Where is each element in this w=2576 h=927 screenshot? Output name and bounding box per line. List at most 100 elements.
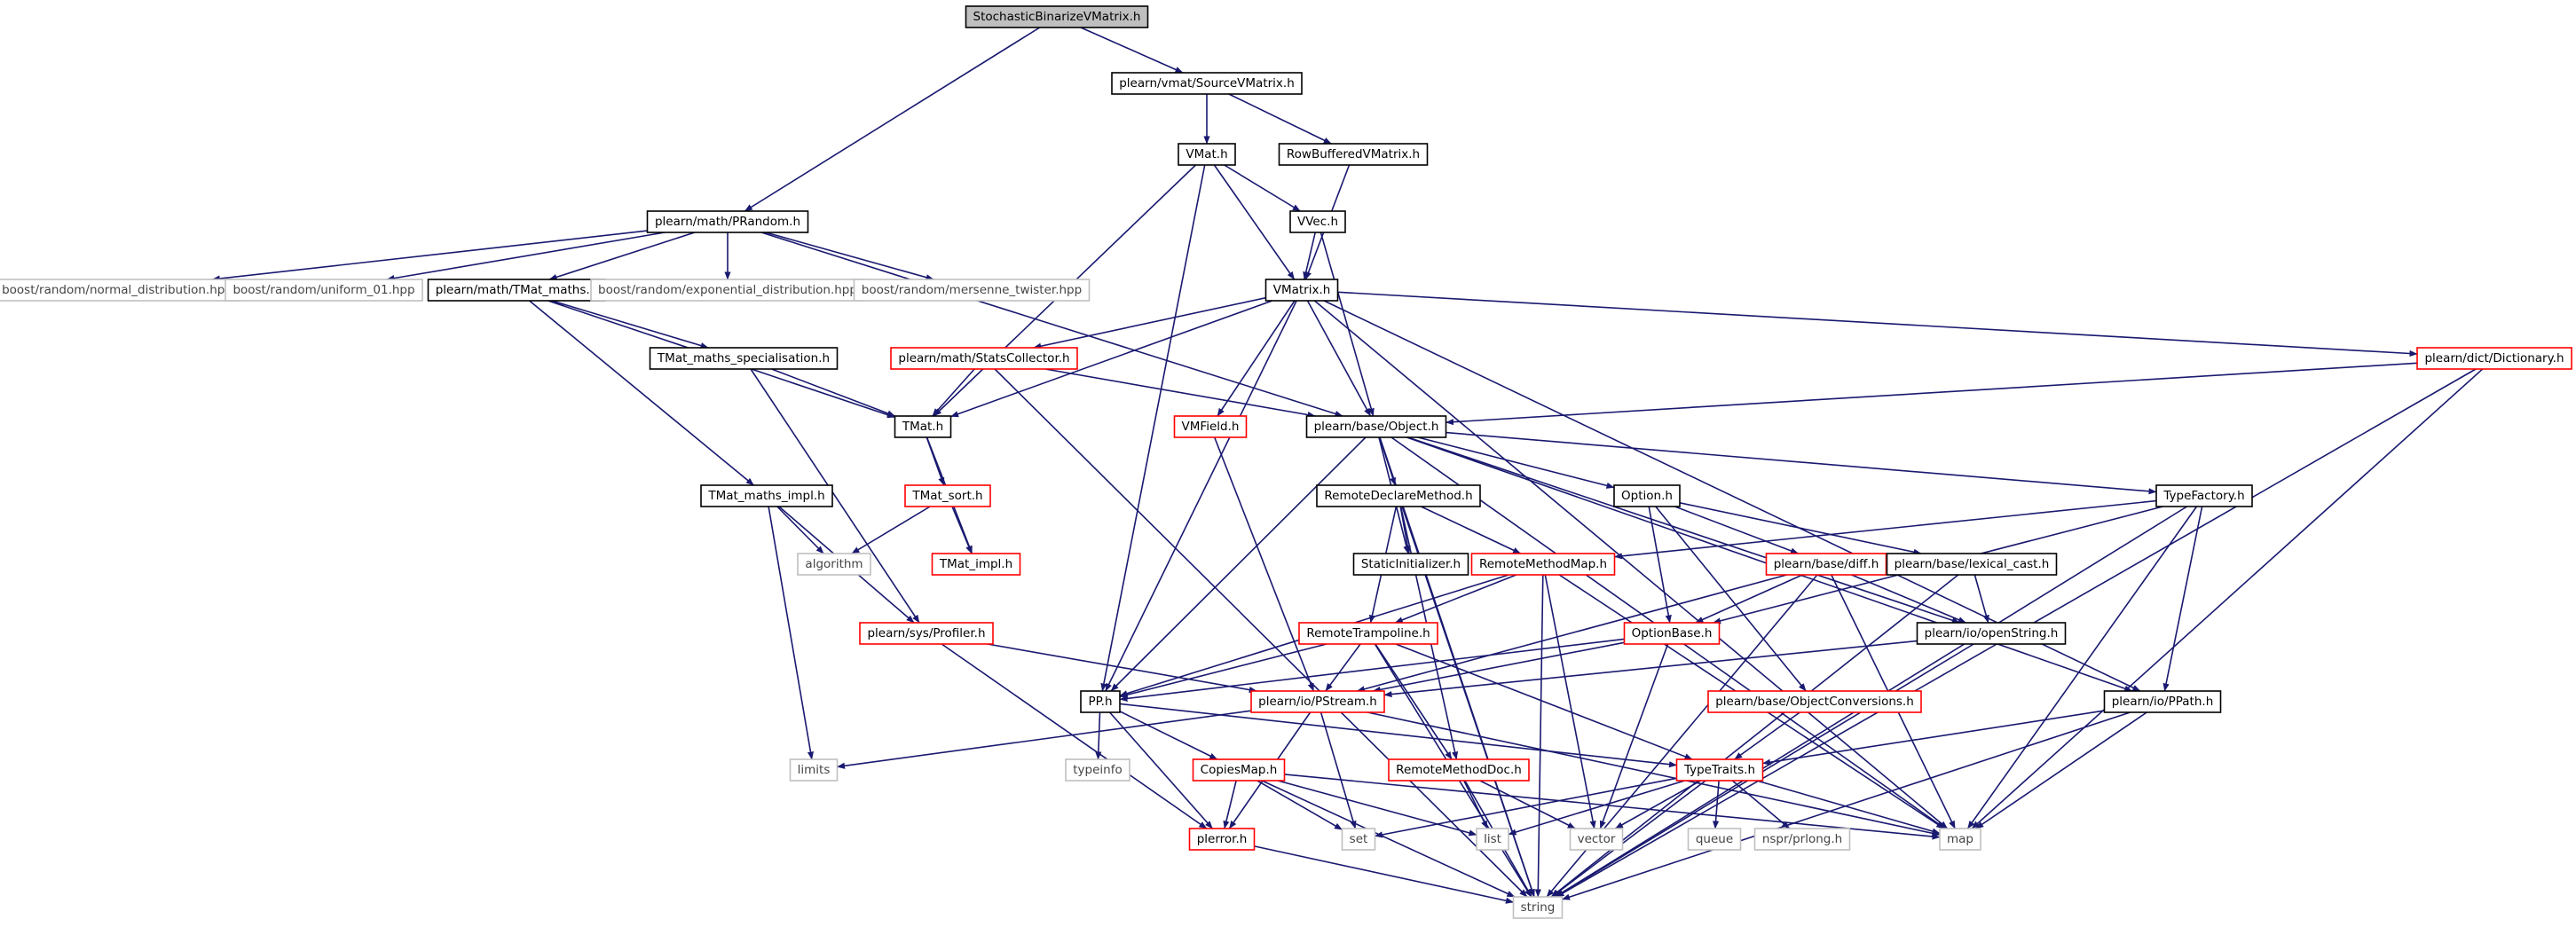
node-algorithm[interactable]: algorithm: [797, 553, 871, 576]
node-option-h[interactable]: Option.h: [1613, 484, 1681, 507]
node-remotemethodmap-h[interactable]: RemoteMethodMap.h: [1470, 553, 1616, 576]
edge-n26-to-n30: [1394, 574, 1516, 624]
edge-arrow: [1119, 638, 1625, 702]
node-vmfield-h[interactable]: VMField.h: [1173, 415, 1248, 438]
node-vector[interactable]: vector: [1569, 828, 1624, 851]
node-label: plearn/io/PPath.h: [2112, 695, 2214, 709]
edge-n28-to-n32: [1973, 574, 1989, 624]
node-boost-random-mersenne-twister-hpp[interactable]: boost/random/mersenne_twister.hpp: [853, 279, 1091, 302]
edge-arrow: [1395, 643, 1693, 760]
node-plearn-base-objectconversions-h[interactable]: plearn/base/ObjectConversions.h: [1707, 690, 1922, 713]
node-vmatrix-h[interactable]: VMatrix.h: [1264, 279, 1339, 302]
node-plearn-io-ppath-h[interactable]: plearn/io/PPath.h: [2103, 690, 2222, 713]
node-queue[interactable]: queue: [1687, 828, 1742, 851]
edge-arrow: [1100, 164, 1206, 692]
edge-n16-to-n25: [1446, 431, 2157, 495]
node-plearn-io-openstring-h[interactable]: plearn/io/openString.h: [1916, 622, 2067, 645]
node-label: boost/random/exponential_distribution.hp…: [598, 283, 857, 297]
node-boost-random-uniform-01-hpp[interactable]: boost/random/uniform_01.hpp: [225, 279, 423, 302]
node-typetraits-h[interactable]: TypeTraits.h: [1675, 758, 1764, 782]
node-plearn-vmat-sourcevmatrix-h[interactable]: plearn/vmat/SourceVMatrix.h: [1111, 72, 1303, 95]
node-nspr-prlong-h[interactable]: nspr/prlong.h: [1753, 828, 1851, 851]
edge-n40-to-n45: [1479, 780, 1576, 829]
node-label: PP.h: [1088, 695, 1112, 709]
node-label: RemoteMethodDoc.h: [1396, 763, 1522, 777]
node-box: [427, 279, 606, 302]
node-plearn-math-prandom-h[interactable]: plearn/math/PRandom.h: [646, 210, 809, 233]
node-remotemethoddoc-h[interactable]: RemoteMethodDoc.h: [1388, 758, 1530, 782]
edge-n18-to-n20: [776, 506, 824, 554]
node-stochasticbinarizevmatrix-h[interactable]: StochasticBinarizeVMatrix.h: [965, 5, 1149, 28]
edge-arrow: [1119, 643, 1327, 698]
node-rowbufferedvmatrix-h[interactable]: RowBufferedVMatrix.h: [1278, 143, 1429, 166]
node-tmat-maths-impl-h[interactable]: TMat_maths_impl.h: [700, 484, 833, 507]
node-box: [2103, 690, 2222, 713]
node-box: [649, 347, 839, 370]
node-list[interactable]: list: [1476, 828, 1509, 851]
node-boost-random-exponential-distribution-hpp[interactable]: boost/random/exponential_distribution.hp…: [590, 279, 865, 302]
node-label: TMat_maths_impl.h: [707, 489, 824, 503]
node-box: [853, 279, 1091, 302]
node-map[interactable]: map: [1939, 828, 1981, 851]
node-set[interactable]: set: [1341, 828, 1376, 851]
node-remotedeclaremethod-h[interactable]: RemoteDeclareMethod.h: [1316, 484, 1481, 507]
edge-arrow: [765, 232, 934, 281]
node-typeinfo[interactable]: typeinfo: [1065, 758, 1130, 782]
edge-n30-to-n41: [1395, 643, 1693, 760]
edge-arrow: [2162, 506, 2203, 692]
edge-n30-to-n33: [1119, 643, 1327, 698]
node-plearn-math-tmat-maths-h[interactable]: plearn/math/TMat_maths.h: [427, 279, 606, 302]
edge-arrow: [1213, 164, 1296, 280]
edge-arrow: [1712, 780, 1720, 829]
edge-arrow: [1648, 506, 1672, 624]
node-remotetrampoline-h[interactable]: RemoteTrampoline.h: [1298, 622, 1438, 645]
edge-n15-to-n34: [1213, 436, 1315, 692]
node-tmat-impl-h[interactable]: TMat_impl.h: [931, 553, 1021, 576]
edge-arrow: [987, 643, 1257, 694]
node-label: RemoteMethodMap.h: [1479, 557, 1607, 571]
node-optionbase-h[interactable]: OptionBase.h: [1623, 622, 1721, 645]
node-tmat-sort-h[interactable]: TMat_sort.h: [904, 484, 991, 507]
node-string[interactable]: string: [1512, 896, 1564, 919]
node-label: TypeFactory.h: [2162, 489, 2244, 503]
edge-arrow: [1508, 780, 1685, 836]
edge-arrow: [1306, 300, 1372, 417]
node-staticinitializer-h[interactable]: StaticInitializer.h: [1352, 553, 1469, 576]
edge-n1-to-n3: [1228, 93, 1332, 145]
edge-n36-to-n48: [1975, 711, 2147, 829]
edge-arrow: [1463, 780, 1488, 829]
edge-arrow: [1223, 780, 1237, 829]
node-plearn-dict-dictionary-h[interactable]: plearn/dict/Dictionary.h: [2416, 347, 2572, 370]
node-plearn-math-statscollector-h[interactable]: plearn/math/StatsCollector.h: [890, 347, 1078, 370]
node-copiesmap-h[interactable]: CopiesMap.h: [1192, 758, 1286, 782]
edge-n5-to-n15: [1217, 300, 1296, 417]
edge-n25-to-n48: [1966, 506, 2198, 829]
node-vvec-h[interactable]: VVec.h: [1289, 210, 1346, 233]
node-box: [2155, 484, 2253, 507]
edge-arrow: [837, 710, 1252, 769]
node-plearn-base-lexical-cast-h[interactable]: plearn/base/lexical_cast.h: [1886, 553, 2058, 576]
edge-arrow: [1119, 711, 1218, 760]
node-label: string: [1521, 900, 1556, 915]
node-plerror-h[interactable]: plerror.h: [1188, 828, 1256, 851]
edge-arrow: [1375, 777, 1677, 838]
node-plearn-base-object-h[interactable]: plearn/base/Object.h: [1305, 415, 1447, 438]
node-limits[interactable]: limits: [789, 758, 839, 782]
edge-n24-to-n27: [1674, 506, 1799, 554]
node-typefactory-h[interactable]: TypeFactory.h: [2155, 484, 2253, 507]
edge-arrow: [1254, 845, 1514, 904]
node-vmat-h[interactable]: VMat.h: [1178, 143, 1236, 166]
node-label: boost/random/mersenne_twister.hpp: [862, 283, 1082, 297]
node-label: plearn/io/openString.h: [1925, 626, 2059, 640]
node-plearn-sys-profiler-h[interactable]: plearn/sys/Profiler.h: [859, 622, 994, 645]
node-plearn-base-diff-h[interactable]: plearn/base/diff.h: [1765, 553, 1887, 576]
node-tmat-h[interactable]: TMat.h: [894, 415, 952, 438]
node-box: [700, 484, 833, 507]
node-label: VMField.h: [1182, 420, 1240, 434]
node-boost-random-normal-distribution-hpp[interactable]: boost/random/normal_distribution.hpp: [0, 279, 240, 302]
node-tmat-maths-specialisation-h[interactable]: TMat_maths_specialisation.h: [649, 347, 839, 370]
node-plearn-io-pstream-h[interactable]: plearn/io/PStream.h: [1250, 690, 1385, 713]
node-label: VVec.h: [1297, 215, 1338, 229]
node-label: set: [1350, 832, 1368, 846]
node-pp-h[interactable]: PP.h: [1080, 690, 1121, 713]
